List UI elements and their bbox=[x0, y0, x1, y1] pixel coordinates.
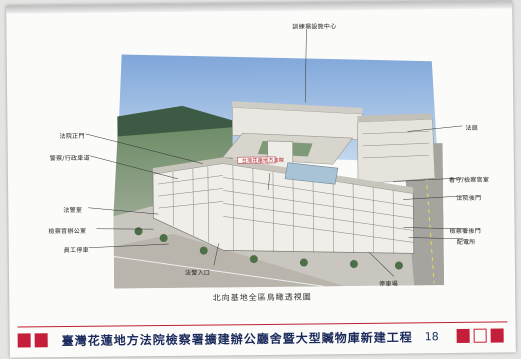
label-staff-parking: 員工停車 bbox=[63, 246, 89, 255]
footer-project-title: 臺灣花蓮地方法院檢察署擴建辦公廳舍暨大型贓物庫新建工程 bbox=[61, 329, 413, 348]
footer-right-blocks bbox=[456, 328, 508, 343]
label-court-main-gate: 法院正門 bbox=[59, 132, 85, 141]
label-training-center: 訓練場設施中心 bbox=[292, 23, 337, 31]
page-footer: 臺灣花蓮地方法院檢察署擴建辦公廳舍暨大型贓物庫新建工程 18 bbox=[17, 323, 508, 352]
label-prosecutor-back-gate: 檢察署後門 bbox=[449, 227, 482, 236]
label-parking-lot: 停車場 bbox=[379, 280, 399, 288]
label-power-station: 配電所 bbox=[456, 238, 476, 246]
footer-red-block-icon bbox=[17, 333, 31, 348]
annotation-leader-lines bbox=[85, 28, 464, 277]
footer-outline-block-icon bbox=[473, 328, 487, 343]
footer-red-block-icon bbox=[456, 328, 470, 343]
label-bailiff-entrance: 法警入口 bbox=[184, 269, 211, 277]
label-court-back-gate: 法院後門 bbox=[456, 194, 482, 202]
footer-red-block-icon bbox=[490, 328, 504, 343]
label-prosecutor-office: 檢察官辦公室 bbox=[48, 227, 87, 236]
page-number: 18 bbox=[424, 329, 439, 343]
label-detention-prosecutor-room: 看守/檢察官室 bbox=[448, 176, 490, 185]
label-courtroom: 法庭 bbox=[465, 124, 479, 132]
aerial-perspective-drawing bbox=[113, 54, 445, 289]
document-page: 訓練場設施中心 法院正門 警察/行政車道 法警室 檢察官辦公室 員工停車 法警入… bbox=[6, 0, 516, 358]
label-building-sign: 台灣花蓮地方法院 bbox=[241, 157, 285, 165]
footer-red-block-icon bbox=[34, 333, 48, 348]
label-bailiff-office: 法警室 bbox=[63, 206, 83, 215]
label-police-vehicle-lane: 警察/行政車道 bbox=[49, 154, 90, 163]
